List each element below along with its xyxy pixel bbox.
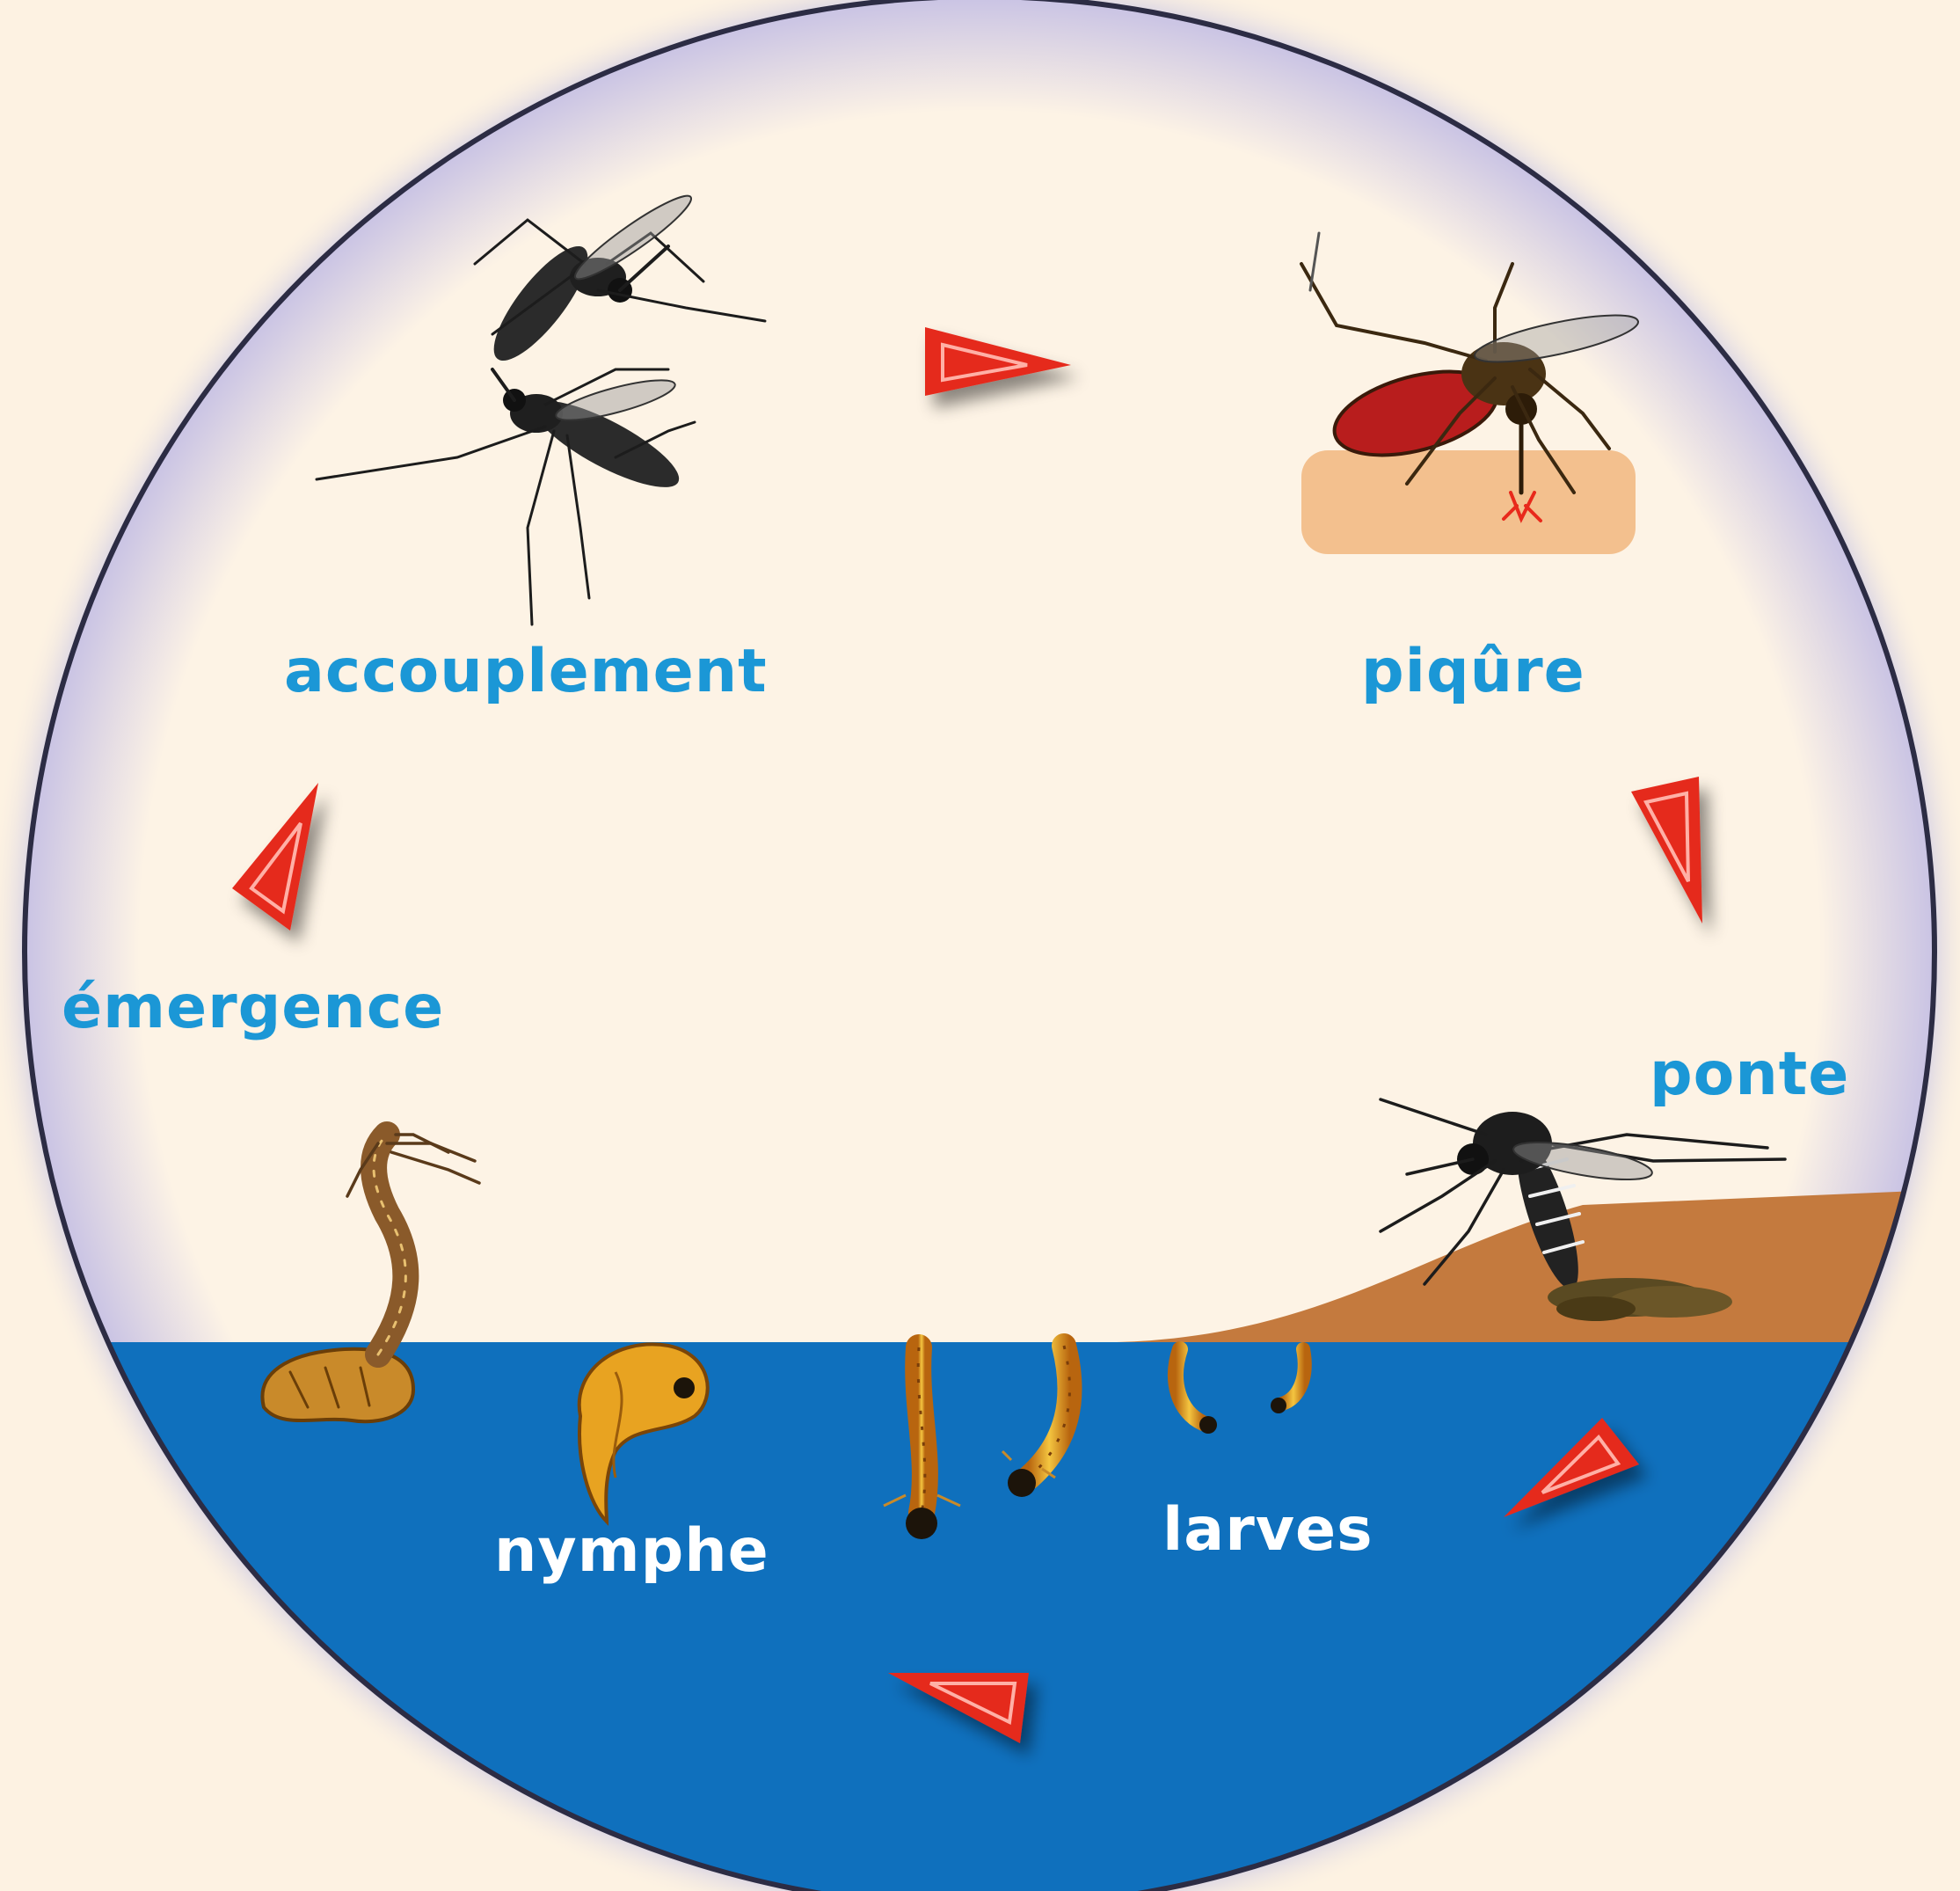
skin-patch (1301, 450, 1636, 554)
label-nymphe: nymphe (494, 1522, 769, 1581)
label-piqure: piqûre (1361, 642, 1585, 702)
label-emergence: émergence (62, 978, 444, 1038)
label-accouplement: accouplement (284, 642, 768, 702)
label-ponte: ponte (1650, 1045, 1849, 1105)
label-larves: larves (1162, 1500, 1373, 1560)
